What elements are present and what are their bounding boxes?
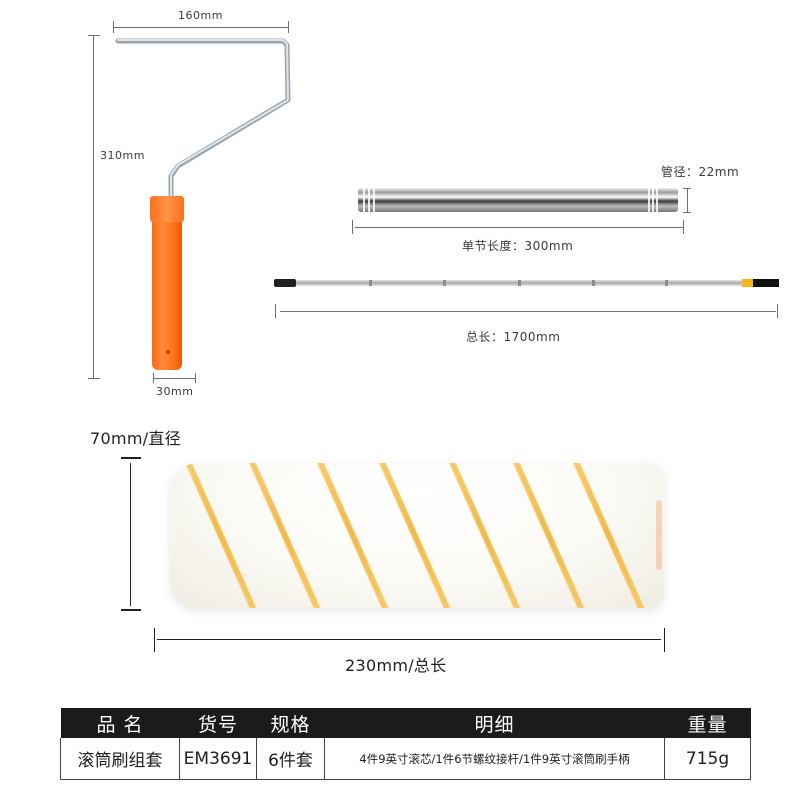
roller-stripe bbox=[315, 463, 391, 608]
header-details: 明细 bbox=[324, 708, 665, 738]
dimension-tick bbox=[121, 457, 141, 459]
header-item-number: 货号 bbox=[179, 708, 257, 738]
roller-length-dimension-line bbox=[157, 639, 661, 640]
roller-length-label: 230mm/总长 bbox=[345, 656, 447, 675]
orange-grip bbox=[152, 198, 182, 370]
cell-details: 4件9英寸滚芯/1件6节螺纹接杆/1件9英寸滚筒刷手柄 bbox=[324, 738, 665, 780]
dimension-tick bbox=[288, 21, 289, 33]
dimension-tick bbox=[195, 373, 196, 383]
handle-height-dimension-line bbox=[93, 36, 94, 378]
dimension-tick bbox=[153, 373, 154, 383]
pole-total-length-label: 总长：1700mm bbox=[466, 330, 561, 344]
grip-width-label: 30mm bbox=[156, 385, 194, 398]
dimension-tick bbox=[275, 304, 276, 318]
pole-total-length-line bbox=[280, 311, 776, 312]
grip-collar bbox=[150, 196, 184, 222]
roller-diameter-dimension-line bbox=[130, 463, 131, 606]
roller-stripe bbox=[377, 463, 453, 608]
dimension-tick bbox=[683, 212, 691, 213]
dimension-tick bbox=[154, 628, 155, 652]
header-spec: 规格 bbox=[256, 708, 325, 738]
roller-stripe bbox=[511, 463, 587, 608]
roller-stripe bbox=[247, 463, 323, 608]
roller-core-end bbox=[656, 500, 662, 570]
pole-joint bbox=[592, 280, 595, 286]
dimension-tick bbox=[113, 21, 114, 33]
pole-end-cap-right bbox=[753, 279, 779, 287]
pole-segment-tube bbox=[358, 188, 678, 212]
thread-ring bbox=[373, 188, 375, 212]
roller-stripe bbox=[447, 463, 523, 608]
dimension-tick bbox=[352, 220, 353, 234]
thread-ring bbox=[368, 188, 370, 212]
cell-spec: 6件套 bbox=[256, 738, 325, 780]
dimension-tick bbox=[683, 220, 684, 234]
pole-end-cap-left bbox=[274, 279, 296, 287]
header-product-name: 品 名 bbox=[60, 708, 180, 738]
header-weight: 重量 bbox=[664, 708, 751, 738]
dimension-tick bbox=[777, 304, 778, 318]
thread-ring bbox=[656, 188, 658, 212]
grip-width-dimension-line bbox=[153, 378, 195, 379]
pole-joint bbox=[369, 280, 372, 286]
grip-hole bbox=[166, 350, 170, 354]
cell-product-name: 滚筒刷组套 bbox=[60, 738, 180, 780]
table-row: 滚筒刷组套 EM3691 6件套 4件9英寸滚芯/1件6节螺纹接杆/1件9英寸滚… bbox=[60, 738, 751, 780]
roller-diameter-label: 70mm/直径 bbox=[90, 429, 182, 448]
roller-cover bbox=[170, 463, 664, 608]
thread-ring bbox=[363, 188, 365, 212]
spec-table-header: 品 名 货号 规格 明细 重量 bbox=[60, 708, 751, 738]
spec-table: 品 名 货号 规格 明细 重量 滚筒刷组套 EM3691 6件套 4件9英寸滚芯… bbox=[60, 708, 751, 780]
dimension-tick bbox=[121, 609, 141, 611]
pole-yellow-band bbox=[742, 279, 753, 287]
dimension-tick bbox=[664, 628, 665, 652]
pole-joint bbox=[518, 280, 521, 286]
handle-width-dimension-line bbox=[114, 27, 288, 28]
thread-ring bbox=[652, 188, 654, 212]
cell-item-number: EM3691 bbox=[179, 738, 257, 780]
cell-weight: 715g bbox=[664, 738, 751, 780]
handle-height-label: 310mm bbox=[100, 149, 145, 162]
roller-stripe bbox=[571, 463, 647, 608]
pole-diameter-dimension-line bbox=[687, 188, 688, 212]
pole-joint bbox=[443, 280, 446, 286]
roller-stripe bbox=[183, 463, 259, 608]
pole-segment-length-label: 单节长度：300mm bbox=[462, 239, 574, 253]
thread-ring bbox=[648, 188, 650, 212]
extension-pole bbox=[276, 280, 778, 286]
pole-segment-length-line bbox=[355, 227, 683, 228]
dimension-tick bbox=[88, 378, 100, 379]
pole-diameter-label: 管径：22mm bbox=[661, 165, 740, 179]
wire-frame-icon bbox=[115, 38, 291, 203]
dimension-tick bbox=[88, 35, 100, 36]
pole-joint bbox=[665, 280, 668, 286]
handle-width-label: 160mm bbox=[178, 9, 223, 22]
